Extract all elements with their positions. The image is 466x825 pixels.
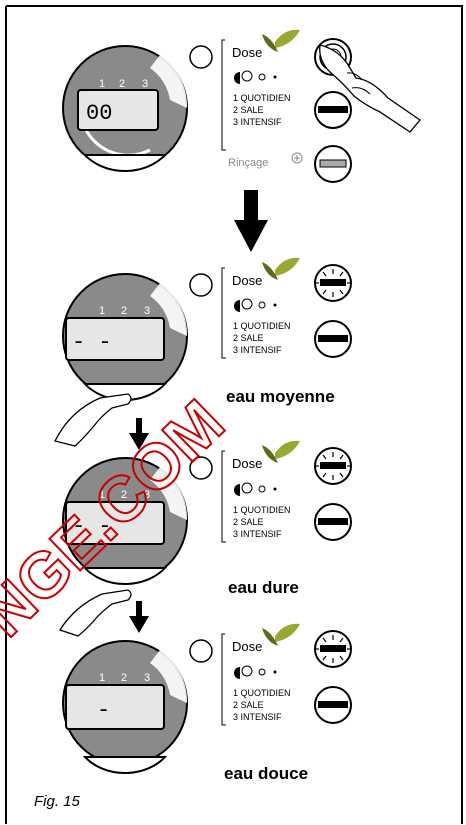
arrow-down-icon: [129, 601, 149, 633]
display-value: -: [97, 698, 110, 723]
indicator-light: [189, 273, 213, 297]
indicator-light: [189, 456, 213, 480]
digit-label-1: 1: [99, 489, 105, 501]
watermark: NGE.COM: [0, 386, 238, 650]
leaf-icon: [275, 257, 300, 276]
figure-label: Fig. 15: [34, 793, 81, 810]
program-3: 3 INTENSIF: [233, 712, 282, 722]
leaf-icon: [275, 29, 300, 48]
arrow-down-icon: [129, 418, 149, 450]
water-hardness-caption: eau dure: [228, 578, 299, 597]
level-dot-medium: [258, 301, 266, 309]
display-value: 00: [86, 101, 112, 126]
program-1: 1 QUOTIDIEN: [233, 505, 291, 515]
level-dot-large: [241, 70, 253, 82]
digit-label-3: 3: [144, 489, 150, 501]
program-2: 2 SALE: [233, 105, 264, 115]
indicator-light: [189, 45, 213, 69]
hand-icon: [319, 44, 421, 133]
blink-rays-icon: [316, 452, 350, 480]
dial: 1 2 3 -: [62, 640, 188, 774]
level-dot-medium: [258, 668, 266, 676]
digit-label-2: 2: [119, 78, 125, 90]
level-dot-medium: [258, 73, 266, 81]
indicator-light: [189, 639, 213, 663]
level-dot-large: [241, 482, 253, 494]
brand-dose: Dose: [232, 273, 262, 288]
lcd-screen: [65, 684, 165, 730]
program-1: 1 QUOTIDIEN: [233, 321, 291, 331]
brand-dose: Dose: [232, 456, 262, 471]
program-1: 1 QUOTIDIEN: [233, 688, 291, 698]
hand-icon: [59, 589, 132, 637]
hand-icon: [54, 393, 132, 447]
arrow-down-icon: [234, 190, 268, 252]
panel-3: 1 2 3 - - Dose 1 QUOTIDIEN 2 SALE 3 INTE…: [59, 440, 352, 637]
panel-2: 1 2 3 - - Dose 1 QUOTIDIEN 2 SALE 3 INTE…: [54, 257, 352, 447]
lcd-screen: [65, 501, 165, 545]
digit-label-3: 3: [144, 672, 150, 684]
level-dot-small: [273, 303, 277, 307]
digit-label-3: 3: [144, 305, 150, 317]
lcd-screen: [77, 89, 159, 131]
program-1: 1 QUOTIDIEN: [233, 93, 291, 103]
panel-4: 1 2 3 - Dose 1 QUOTIDIEN 2 SALE 3 INTENS…: [62, 623, 352, 783]
digit-label-1: 1: [99, 305, 105, 317]
program-2: 2 SALE: [233, 517, 264, 527]
control-panel: Dose 1 QUOTIDIEN 2 SALE 3 INTENSIF: [189, 623, 352, 726]
water-hardness-caption: eau moyenne: [226, 387, 335, 406]
level-dot-small: [273, 670, 277, 674]
digit-label-1: 1: [99, 672, 105, 684]
blink-rays-icon: [316, 269, 350, 297]
level-dot-small: [273, 487, 277, 491]
panel-1: 1 2 3 00 Dose 1 QUOTIDIEN 2 SALE 3 INTEN…: [62, 29, 421, 183]
digit-label-1: 1: [99, 78, 105, 90]
program-3: 3 INTENSIF: [233, 529, 282, 539]
dial: 1 2 3 - -: [62, 457, 188, 585]
level-dot-medium: [258, 485, 266, 493]
dial-base: [82, 154, 168, 172]
frame-border: [6, 5, 463, 824]
control-panel: Dose 1 QUOTIDIEN 2 SALE 3 INTENSIF: [189, 440, 352, 543]
leaf-icon: [275, 440, 300, 459]
program-2: 2 SALE: [233, 333, 264, 343]
digit-label-2: 2: [121, 305, 127, 317]
rinse-label: Rinçage: [228, 157, 268, 169]
program-3: 3 INTENSIF: [233, 345, 282, 355]
dial-base: [82, 756, 168, 774]
level-dot-small: [273, 75, 277, 79]
program-2: 2 SALE: [233, 700, 264, 710]
leaf-icon: [275, 623, 300, 642]
program-3: 3 INTENSIF: [233, 117, 282, 127]
lcd-screen: [65, 317, 165, 361]
digit-label-2: 2: [121, 672, 127, 684]
level-dot-large: [241, 298, 253, 310]
dial-base: [82, 567, 168, 585]
digit-label-2: 2: [121, 489, 127, 501]
control-panel: Dose 1 QUOTIDIEN 2 SALE 3 INTENSIF Rinça…: [189, 29, 421, 183]
water-hardness-caption: eau douce: [224, 764, 308, 783]
display-value: - -: [72, 330, 112, 355]
brand-dose: Dose: [232, 45, 262, 60]
dial: 1 2 3 00: [62, 45, 188, 172]
control-panel: Dose 1 QUOTIDIEN 2 SALE 3 INTENSIF: [189, 257, 352, 359]
digit-label-3: 3: [142, 78, 148, 90]
blink-rays-icon: [316, 635, 350, 663]
level-dot-large: [241, 665, 253, 677]
brand-dose: Dose: [232, 639, 262, 654]
display-value: - -: [72, 514, 112, 539]
dial: 1 2 3 - -: [62, 273, 188, 401]
